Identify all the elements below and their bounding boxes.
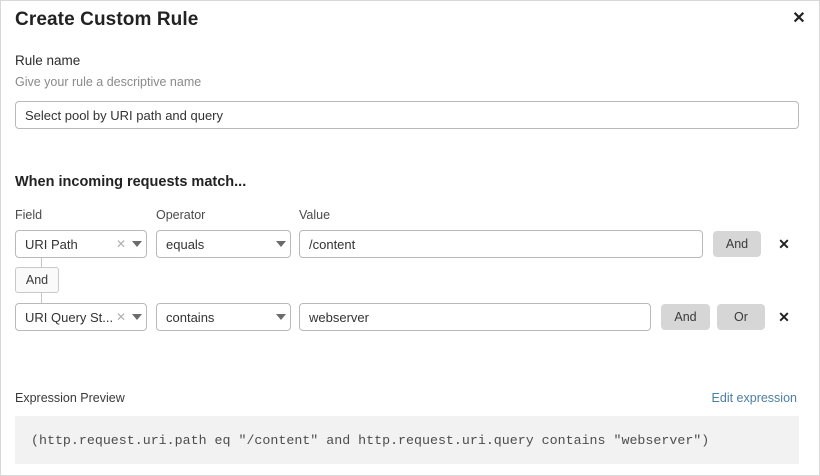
expression-preview-panel: (http.request.uri.path eq "/content" and…: [15, 416, 799, 464]
column-header-value: Value: [299, 208, 331, 222]
chevron-down-icon[interactable]: [272, 314, 290, 320]
condition-and-button-1[interactable]: And: [713, 231, 761, 257]
condition-value-input-1[interactable]: [299, 230, 703, 258]
condition-operator-select-1[interactable]: equals: [156, 230, 291, 258]
conditions-heading: When incoming requests match...: [15, 174, 247, 190]
close-icon[interactable]: ✕: [787, 7, 811, 31]
chevron-down-icon[interactable]: [272, 241, 290, 247]
expression-preview-text: (http.request.uri.path eq "/content" and…: [31, 432, 710, 448]
rule-name-input[interactable]: [15, 101, 799, 129]
chevron-down-icon[interactable]: [128, 241, 146, 247]
condition-or-button-2[interactable]: Or: [717, 304, 765, 330]
condition-field-value-1: URI Path: [25, 236, 78, 252]
condition-operator-value-2: contains: [166, 309, 215, 325]
connector-line-bottom: [41, 293, 42, 303]
condition-delete-icon-1[interactable]: ✕: [774, 233, 794, 255]
chevron-down-icon[interactable]: [128, 314, 146, 320]
condition-field-select-1[interactable]: URI Path ✕: [15, 230, 147, 258]
condition-field-value-2: URI Query St...: [25, 309, 114, 325]
page-title: Create Custom Rule: [15, 9, 199, 30]
clear-icon[interactable]: ✕: [115, 237, 126, 251]
expression-preview-label: Expression Preview: [15, 391, 125, 405]
condition-field-select-2[interactable]: URI Query St... ✕: [15, 303, 147, 331]
clear-icon[interactable]: ✕: [115, 310, 126, 324]
condition-and-button-2[interactable]: And: [661, 304, 710, 330]
condition-group-connector-chip[interactable]: And: [15, 267, 59, 293]
condition-operator-value-1: equals: [166, 236, 205, 252]
condition-delete-icon-2[interactable]: ✕: [774, 306, 794, 328]
edit-expression-link[interactable]: Edit expression: [711, 391, 797, 405]
column-header-operator: Operator: [156, 208, 206, 222]
connector-line-top: [41, 258, 42, 267]
condition-operator-select-2[interactable]: contains: [156, 303, 291, 331]
condition-value-input-2[interactable]: [299, 303, 651, 331]
column-header-field: Field: [15, 208, 43, 222]
rule-name-label: Rule name: [15, 53, 81, 68]
rule-name-help-text: Give your rule a descriptive name: [15, 75, 202, 89]
